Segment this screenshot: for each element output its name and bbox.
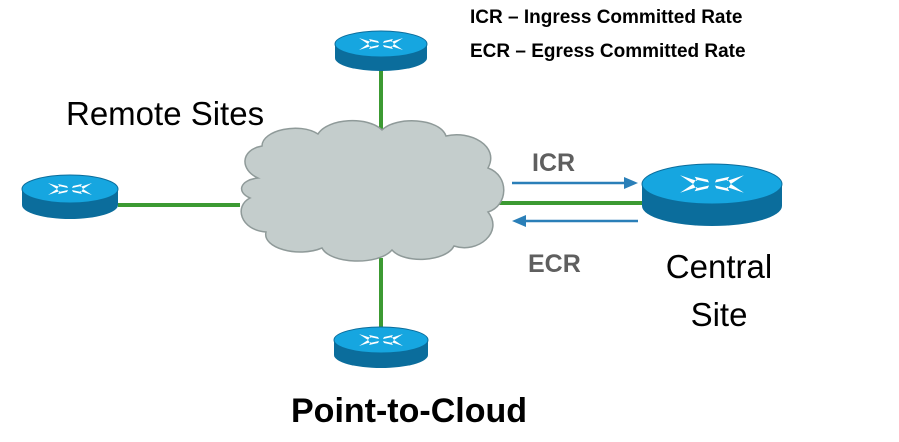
router-icon	[333, 326, 429, 368]
central-site-line2: Site	[690, 296, 748, 333]
legend-icr: ICR – Ingress Committed Rate	[470, 7, 743, 28]
router-icon	[334, 30, 428, 71]
central-site-line1: Central	[665, 248, 773, 285]
router-icon	[641, 163, 783, 226]
router-icon	[21, 174, 119, 219]
icr-label: ICR	[532, 149, 576, 177]
legend-ecr: ECR – Egress Committed Rate	[470, 41, 746, 62]
ecr-label: ECR	[528, 250, 581, 278]
diagram-title: Point-to-Cloud	[291, 392, 528, 430]
icr-arrow	[512, 177, 638, 189]
remote-sites-label: Remote Sites	[66, 95, 265, 132]
cloud-icon	[240, 119, 505, 262]
ecr-arrow	[512, 215, 638, 227]
central-site-label: Central Site	[644, 243, 794, 339]
